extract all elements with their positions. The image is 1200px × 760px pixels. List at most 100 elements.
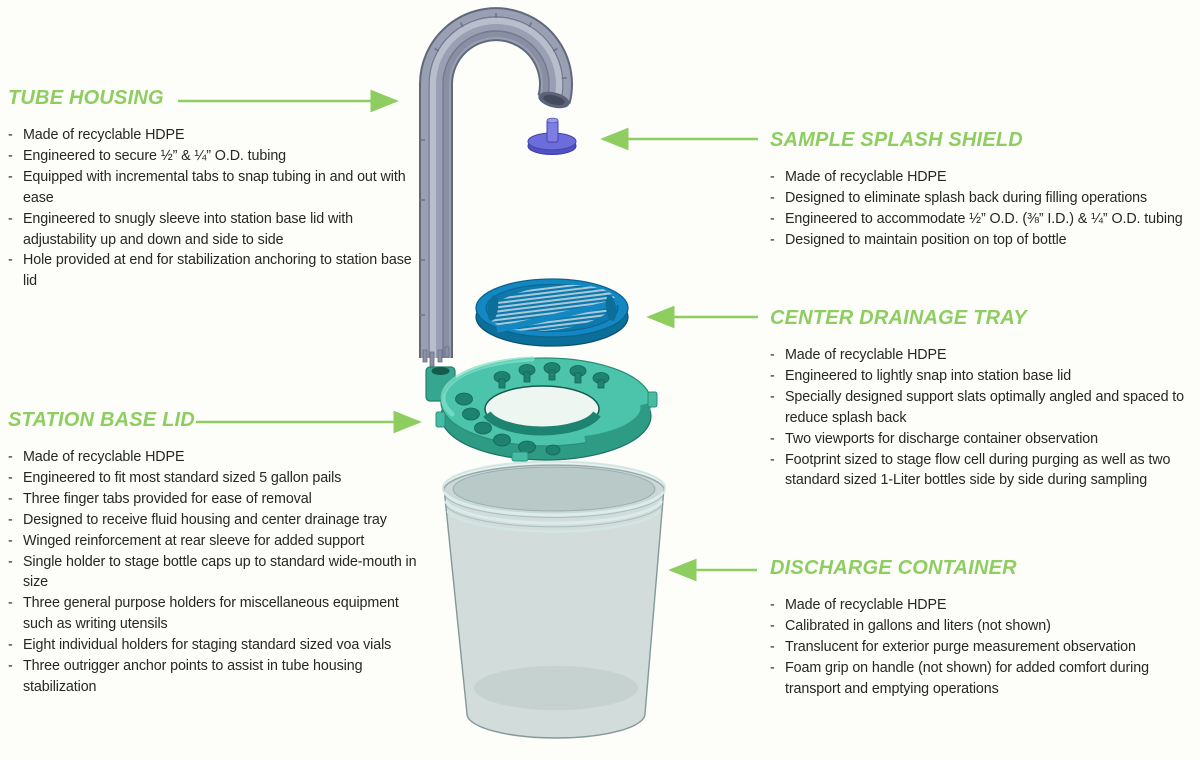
- bullet-item: -Equipped with incremental tabs to snap …: [8, 167, 418, 209]
- callout-arrows: [178, 89, 758, 582]
- bullet-text: Single holder to stage bottle caps up to…: [23, 553, 417, 591]
- bullet-marker: -: [8, 532, 13, 549]
- bullet-item: -Two viewports for discharge container o…: [770, 429, 1200, 450]
- bullet-marker: -: [8, 252, 13, 269]
- bullet-item: -Translucent for exterior purge measurem…: [770, 637, 1200, 658]
- bullet-item: -Designed to receive fluid housing and c…: [8, 510, 420, 531]
- bullet-text: Engineered to secure ½” & ¼” O.D. tubing: [23, 147, 287, 164]
- bullet-item: -Specially designed support slats optima…: [770, 387, 1200, 429]
- bullet-marker: -: [8, 449, 13, 465]
- bullet-text: Calibrated in gallons and liters (not sh…: [785, 617, 1051, 634]
- bullet-text: Eight individual holders for staging sta…: [23, 637, 392, 654]
- bullet-marker: -: [8, 595, 13, 612]
- bullet-marker: -: [770, 231, 775, 248]
- bullet-marker: -: [770, 388, 775, 405]
- discharge-container-illustration: [442, 460, 666, 739]
- bullet-item: -Eight individual holders for staging st…: [8, 635, 420, 656]
- bullet-text: Designed to eliminate splash back during…: [785, 189, 1148, 206]
- bullet-text: Designed to receive fluid housing and ce…: [23, 511, 387, 528]
- bullet-marker: -: [8, 469, 13, 486]
- bullet-item: -Winged reinforcement at rear sleeve for…: [8, 531, 420, 552]
- bullet-item: -Hole provided at end for stabilization …: [8, 250, 418, 292]
- bullet-item: -Engineered to secure ½” & ¼” O.D. tubin…: [8, 146, 418, 167]
- bullet-marker: -: [770, 597, 775, 613]
- bullet-text: Hole provided at end for stabilization a…: [23, 252, 412, 290]
- center-drainage-tray-illustration: [475, 278, 629, 347]
- bullet-text: Specially designed support slats optimal…: [785, 388, 1185, 426]
- bullet-marker: -: [8, 210, 13, 227]
- bullet-marker: -: [770, 367, 775, 384]
- bullet-marker: -: [8, 511, 13, 528]
- bullet-marker: -: [8, 168, 13, 185]
- bullet-marker: -: [8, 637, 13, 654]
- bullet-text: Engineered to snugly sleeve into station…: [23, 210, 353, 248]
- bullet-item: -Single holder to stage bottle caps up t…: [8, 552, 420, 594]
- bullet-text: Three outrigger anchor points to assist …: [23, 658, 363, 695]
- bullet-item: -Footprint sized to stage flow cell duri…: [770, 450, 1200, 492]
- bullet-text: Engineered to fit most standard sized 5 …: [23, 469, 342, 486]
- bullet-item: -Engineered to lightly snap into station…: [770, 366, 1200, 387]
- bullet-text: Two viewports for discharge container ob…: [785, 430, 1098, 447]
- bullet-marker: -: [8, 553, 13, 570]
- bullet-item: -Made of recyclable HDPE: [770, 595, 1200, 616]
- bullet-marker: -: [770, 638, 775, 655]
- bullet-marker: -: [770, 451, 775, 468]
- bullet-text: Three finger tabs provided for ease of r…: [23, 490, 312, 507]
- bullet-item: -Engineered to fit most standard sized 5…: [8, 468, 420, 489]
- bullet-marker: -: [8, 658, 13, 675]
- station-base-lid-bullets: -Made of recyclable HDPE -Engineered to …: [8, 447, 420, 698]
- bullet-text: Footprint sized to stage flow cell durin…: [785, 451, 1171, 489]
- bullet-text: Three general purpose holders for miscel…: [23, 595, 399, 633]
- bullet-text: Engineered to lightly snap into station …: [785, 367, 1072, 384]
- station-base-lid-title: STATION BASE LID: [8, 409, 195, 431]
- bullet-item: -Three outrigger anchor points to assist…: [8, 656, 420, 698]
- bullet-text: Foam grip on handle (not shown) for adde…: [785, 659, 1149, 697]
- tube-housing-title: TUBE HOUSING: [8, 87, 164, 109]
- discharge-container-title: DISCHARGE CONTAINER: [770, 557, 1017, 579]
- bullet-item: -Designed to maintain position on top of…: [770, 230, 1200, 251]
- bullet-item: -Engineered to snugly sleeve into statio…: [8, 209, 418, 251]
- bullet-text: Made of recyclable HDPE: [23, 127, 185, 143]
- bullet-marker: -: [770, 210, 775, 227]
- bullet-item: -Designed to eliminate splash back durin…: [770, 188, 1200, 209]
- sample-splash-shield-bullets: -Made of recyclable HDPE -Designed to el…: [770, 167, 1200, 251]
- bullet-marker: -: [770, 659, 775, 676]
- sample-splash-shield-title: SAMPLE SPLASH SHIELD: [770, 129, 1023, 151]
- bullet-item: -Made of recyclable HDPE: [8, 125, 418, 146]
- center-drainage-tray-callout: CENTER DRAINAGE TRAY -Made of recyclable…: [770, 306, 1200, 491]
- bullet-text: Made of recyclable HDPE: [785, 169, 947, 185]
- bullet-item: -Calibrated in gallons and liters (not s…: [770, 616, 1200, 637]
- bullet-item: -Made of recyclable HDPE: [770, 167, 1200, 188]
- bullet-marker: -: [770, 430, 775, 447]
- bullet-item: -Engineered to accommodate ½” O.D. (⅜” I…: [770, 209, 1200, 230]
- bullet-marker: -: [770, 189, 775, 206]
- center-drainage-tray-title: CENTER DRAINAGE TRAY: [770, 307, 1027, 329]
- bullet-text: Designed to maintain position on top of …: [785, 231, 1067, 248]
- bullet-text: Made of recyclable HDPE: [23, 449, 185, 465]
- bullet-text: Equipped with incremental tabs to snap t…: [23, 168, 406, 206]
- bullet-item: -Foam grip on handle (not shown) for add…: [770, 658, 1200, 700]
- discharge-container-callout: DISCHARGE CONTAINER -Made of recyclable …: [770, 556, 1200, 700]
- center-drainage-tray-bullets: -Made of recyclable HDPE -Engineered to …: [770, 345, 1200, 491]
- bullet-item: -Made of recyclable HDPE: [8, 447, 420, 468]
- bullet-text: Winged reinforcement at rear sleeve for …: [23, 532, 365, 549]
- discharge-container-bullets: -Made of recyclable HDPE -Calibrated in …: [770, 595, 1200, 700]
- bullet-text: Made of recyclable HDPE: [785, 347, 947, 363]
- bullet-marker: -: [8, 490, 13, 507]
- bullet-text: Translucent for exterior purge measureme…: [785, 638, 1136, 655]
- sample-splash-shield-callout: SAMPLE SPLASH SHIELD -Made of recyclable…: [770, 128, 1200, 251]
- bullet-marker: -: [770, 617, 775, 634]
- tube-housing-bullets: -Made of recyclable HDPE -Engineered to …: [8, 125, 418, 292]
- bullet-marker: -: [770, 169, 775, 185]
- bullet-text: Engineered to accommodate ½” O.D. (⅜” I.…: [785, 210, 1183, 227]
- bullet-marker: -: [8, 147, 13, 164]
- bullet-text: Made of recyclable HDPE: [785, 597, 947, 613]
- bullet-marker: -: [770, 347, 775, 363]
- tube-housing-illustration: [419, 7, 573, 367]
- bullet-item: -Three general purpose holders for misce…: [8, 593, 420, 635]
- station-base-lid-illustration: [425, 356, 658, 462]
- station-base-lid-callout: STATION BASE LID -Made of recyclable HDP…: [8, 408, 420, 698]
- bullet-item: -Made of recyclable HDPE: [770, 345, 1200, 366]
